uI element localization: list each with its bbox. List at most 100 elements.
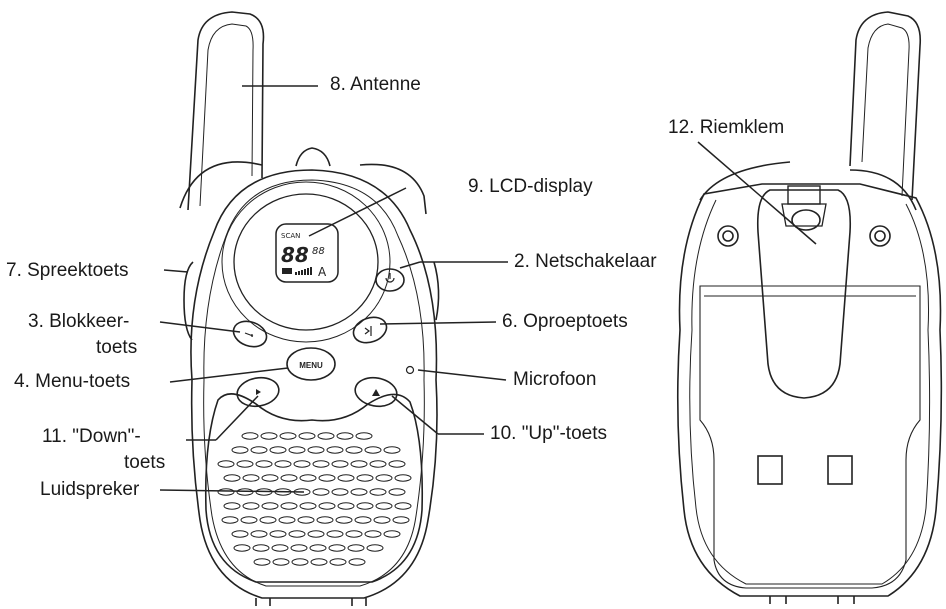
speaker-grille — [217, 432, 412, 566]
speaker-hole — [297, 516, 315, 524]
speaker-hole — [326, 446, 344, 454]
label-menu-button: 4. Menu-toets — [14, 371, 131, 392]
label-speaker: Luidspreker — [40, 479, 140, 500]
ptt-side-button — [183, 261, 194, 341]
label-down-line2: toets — [124, 452, 166, 473]
microphone-hole — [405, 365, 415, 375]
speaker-hole — [242, 474, 260, 482]
front-antenna — [187, 11, 265, 211]
speaker-hole — [326, 530, 344, 538]
speaker-hole — [259, 516, 277, 524]
call-icon — [364, 326, 372, 336]
speaker-hole — [221, 516, 239, 524]
speaker-hole — [223, 474, 241, 482]
speaker-hole — [369, 460, 387, 468]
speaker-hole — [394, 474, 412, 482]
battery-icon — [282, 268, 292, 274]
speaker-hole — [354, 516, 372, 524]
speaker-hole — [337, 474, 355, 482]
power-button[interactable] — [375, 268, 405, 292]
label-lcd-display: 9. LCD-display — [468, 176, 593, 197]
speaker-hole — [217, 488, 235, 496]
back-window-left — [757, 455, 783, 485]
speaker-hole — [348, 558, 366, 566]
speaker-hole — [231, 530, 249, 538]
speaker-hole — [223, 502, 241, 510]
belt-clip — [756, 189, 852, 399]
speaker-hole — [318, 502, 336, 510]
speaker-hole — [252, 544, 270, 552]
back-antenna — [849, 11, 922, 201]
speaker-hole — [318, 474, 336, 482]
front-body — [190, 169, 438, 599]
speaker-hole — [217, 460, 235, 468]
speaker-hole — [291, 558, 309, 566]
speaker-hole — [364, 530, 382, 538]
up-button[interactable] — [353, 375, 399, 410]
lock-key-icon — [244, 332, 254, 337]
speaker-hole — [310, 558, 328, 566]
speaker-hole — [329, 558, 347, 566]
speaker-hole — [269, 530, 287, 538]
speaker-hole — [356, 502, 374, 510]
speaker-hole — [278, 516, 296, 524]
back-window-right — [827, 455, 853, 485]
svg-text:88: 88 — [312, 246, 325, 257]
speaker-hole — [331, 488, 349, 496]
call-button[interactable] — [350, 313, 390, 347]
speaker-hole — [241, 432, 259, 440]
back-view — [676, 11, 943, 604]
screw-left — [717, 225, 739, 247]
speaker-hole — [331, 460, 349, 468]
speaker-hole — [388, 460, 406, 468]
speaker-hole — [307, 530, 325, 538]
label-lock-line2: toets — [96, 337, 138, 358]
speaker-hole — [336, 432, 354, 440]
speaker-hole — [271, 544, 289, 552]
speaker-hole — [288, 446, 306, 454]
up-arrow-icon — [372, 389, 380, 396]
menu-button[interactable]: MENU — [286, 347, 336, 381]
speaker-hole — [347, 544, 365, 552]
svg-text:A: A — [318, 265, 327, 279]
label-lock-line1: 3. Blokkeer- — [28, 311, 130, 332]
speaker-hole — [231, 446, 249, 454]
speaker-hole — [261, 502, 279, 510]
speaker-hole — [279, 432, 297, 440]
back-body — [676, 183, 943, 597]
speaker-hole — [394, 502, 412, 510]
down-button[interactable] — [235, 375, 281, 410]
speaker-hole — [250, 530, 268, 538]
speaker-hole — [242, 502, 260, 510]
speaker-hole — [312, 488, 330, 496]
speaker-hole — [350, 488, 368, 496]
svg-text:MENU: MENU — [299, 361, 323, 370]
speaker-hole — [250, 446, 268, 454]
signal-bars-icon — [295, 267, 312, 275]
lock-button[interactable] — [230, 317, 270, 351]
speaker-hole — [272, 558, 290, 566]
label-ptt: 7. Spreektoets — [6, 260, 129, 281]
label-up-button: 10. "Up"-toets — [490, 423, 607, 444]
speaker-hole — [269, 446, 287, 454]
speaker-hole — [350, 460, 368, 468]
label-antenna: 8. Antenne — [330, 74, 421, 95]
speaker-hole — [280, 502, 298, 510]
speaker-hole — [255, 460, 273, 468]
speaker-hole — [364, 446, 382, 454]
power-icon — [385, 273, 395, 283]
speaker-hole — [236, 460, 254, 468]
speaker-hole — [309, 544, 327, 552]
speaker-hole — [288, 530, 306, 538]
speaker-hole — [233, 544, 251, 552]
speaker-hole — [312, 460, 330, 468]
label-power-switch: 2. Netschakelaar — [514, 251, 657, 272]
speaker-hole — [299, 474, 317, 482]
speaker-hole — [260, 432, 278, 440]
screw-right — [869, 225, 891, 247]
speaker-hole — [280, 474, 298, 482]
speaker-hole — [307, 446, 325, 454]
label-down-line1: 11. "Down"- — [42, 426, 141, 447]
speaker-hole — [337, 502, 355, 510]
speaker-hole — [369, 488, 387, 496]
